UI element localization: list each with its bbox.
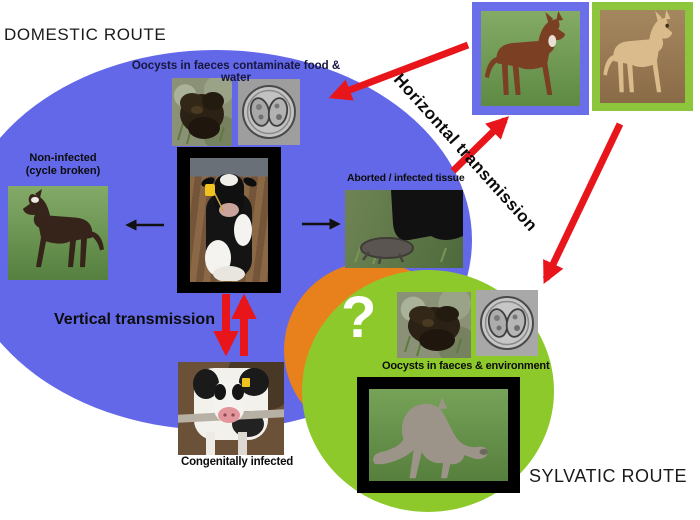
- dingo-illustration: [603, 10, 673, 93]
- cow-photo-frame: [177, 147, 281, 293]
- arrow-dingo-to-sylvatic-oocysts: [542, 122, 624, 285]
- faeces-illustration: [177, 92, 225, 145]
- domestic-route-title: DOMESTIC ROUTE: [4, 25, 167, 44]
- dingo-photo: [600, 10, 685, 103]
- congenital-calf-photo: [178, 362, 284, 455]
- oocysts-domestic-label: Oocysts in faeces contaminate food & wat…: [131, 60, 341, 84]
- calf-illustration: [178, 368, 284, 455]
- oocysts-sylvatic-label: Oocysts in faeces & environment: [382, 360, 550, 372]
- non-infected-line2: (cycle broken): [25, 165, 101, 177]
- kangaroo-photo: [369, 389, 508, 481]
- dog-domestic-frame: [472, 2, 589, 115]
- congenitally-infected-label: Congenitally infected: [181, 456, 294, 468]
- non-infected-line1: Non-infected: [29, 152, 97, 164]
- aborted-tissue-illustration: [354, 190, 463, 265]
- question-mark: ?: [341, 285, 377, 350]
- kangaroo-photo-frame: [357, 377, 520, 493]
- oocyst-micrograph-icon: [242, 85, 296, 139]
- cow-photo: [190, 158, 268, 282]
- dog-illustration: [484, 11, 566, 95]
- faeces-sylvatic-photo: [397, 292, 471, 358]
- calf-illustration: [23, 188, 104, 268]
- aborted-tissue-photo: [345, 190, 463, 268]
- sylvatic-route-title: SYLVATIC ROUTE: [529, 466, 688, 486]
- dog-domestic-photo: [481, 11, 580, 106]
- oocyst-domestic-photo: [238, 79, 300, 145]
- dingo-frame: [592, 2, 693, 111]
- faeces-domestic-photo: [172, 78, 232, 146]
- non-infected-calf-photo: [8, 186, 108, 280]
- vertical-transmission-label: Vertical transmission: [54, 311, 215, 328]
- oocyst-micrograph-icon: [480, 296, 534, 350]
- aborted-tissue-label: Aborted / infected tissue: [347, 172, 465, 184]
- kangaroo-illustration: [373, 397, 488, 479]
- faeces-illustration: [404, 306, 462, 357]
- cow-illustration: [201, 174, 257, 282]
- oocyst-sylvatic-photo: [476, 290, 538, 356]
- non-infected-label: Non-infected (cycle broken): [12, 152, 114, 178]
